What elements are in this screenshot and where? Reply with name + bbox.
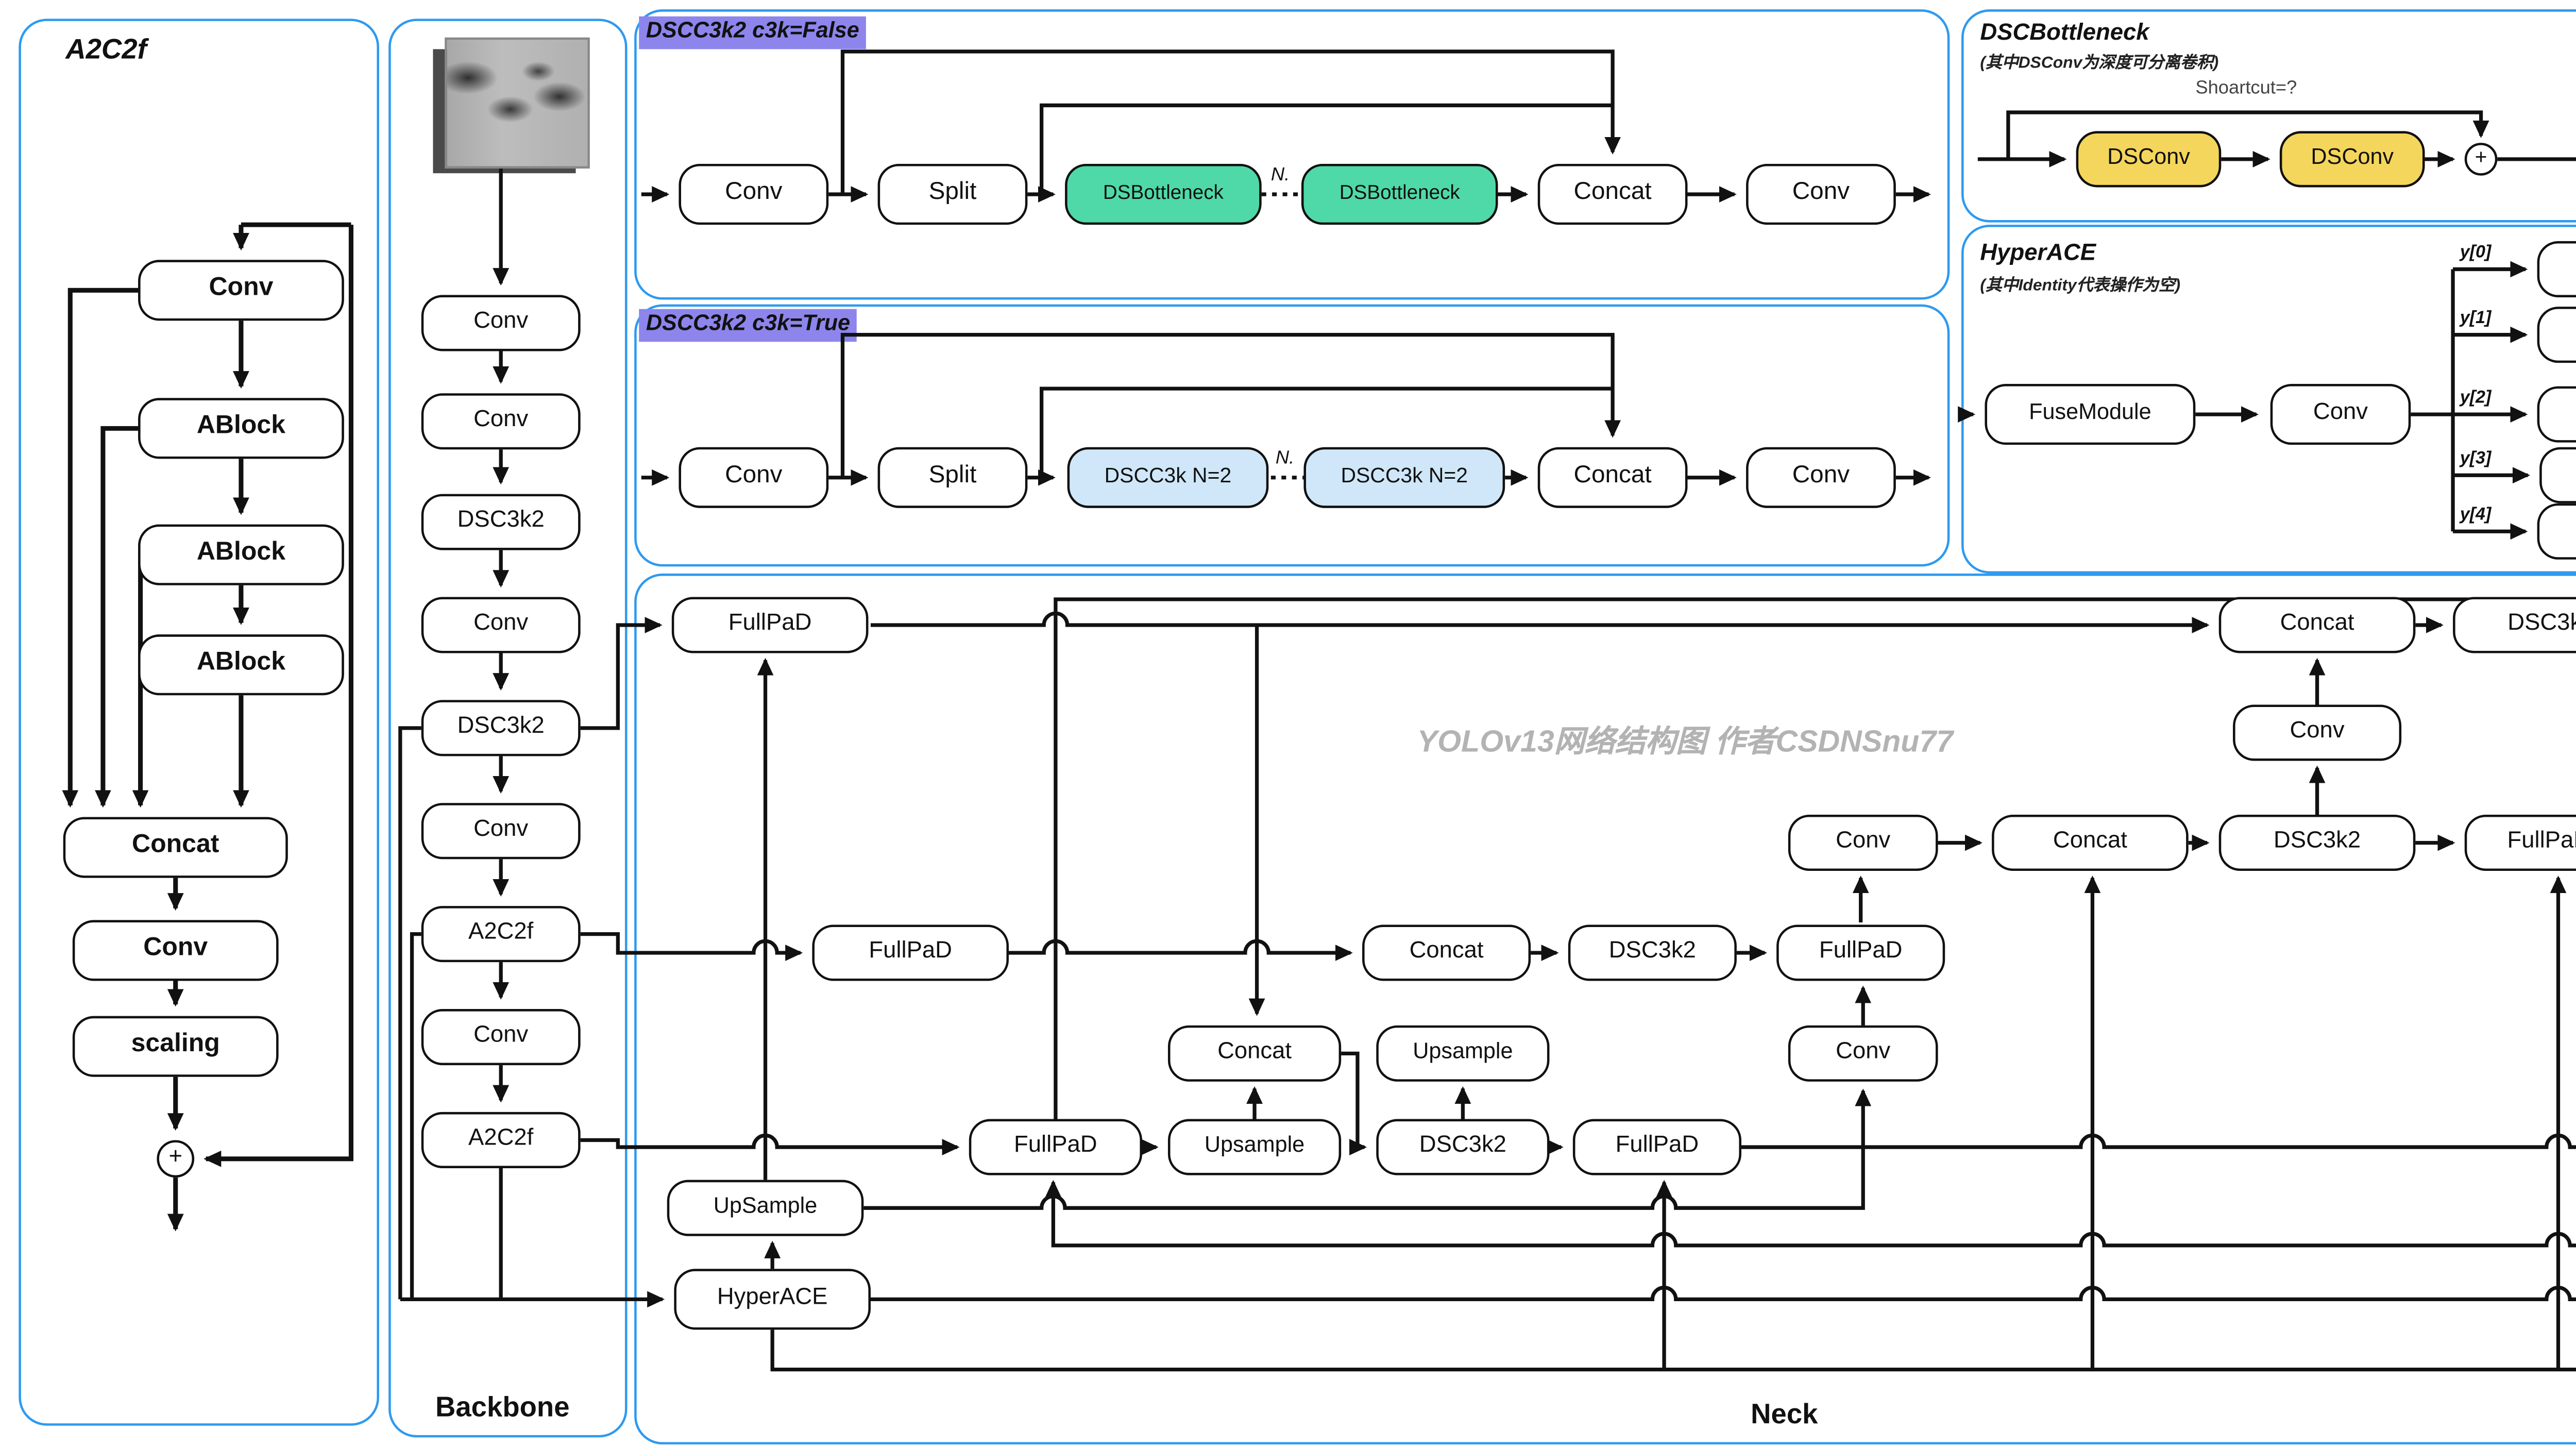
f-conv2: Conv [1746, 164, 1896, 225]
f-conv1: Conv [679, 164, 829, 225]
shortcut-label: Shoartcut=? [2195, 77, 2297, 98]
panel-dscc3k2-false [634, 9, 1950, 300]
t-split: Split [877, 447, 1028, 508]
bb-conv5: Conv [421, 1009, 581, 1066]
h-fusemodule: FuseModule [1985, 384, 2196, 445]
nk-hyperace: HyperACE [674, 1269, 871, 1330]
nk-upsample-r5: Upsample [1376, 1025, 1550, 1082]
t-conv2: Conv [1746, 447, 1896, 508]
panel-hyperace [1961, 225, 2576, 574]
bb-conv2: Conv [421, 393, 581, 450]
watermark-center: YOLOv13网络结构图 作者CSDNSnu77 [1417, 723, 1954, 759]
t-conv1: Conv [679, 447, 829, 508]
nk-concat-r5: Concat [1167, 1025, 1342, 1082]
neck-label: Neck [1751, 1398, 1818, 1431]
nk-fullpad-r6: FullPaD [1572, 1119, 1741, 1175]
nk-dsc3k2-r3: DSC3k2 [2218, 814, 2416, 871]
panel-dscc3k2-true [634, 304, 1950, 567]
backbone-label: Backbone [435, 1390, 570, 1424]
nk-upsample-r6: Upsample [1167, 1119, 1342, 1175]
nk-dsc3k2-r4: DSC3k2 [1568, 924, 1737, 981]
h-c3ah2: C3AH [2537, 503, 2576, 560]
hyperace-branch-y0: y[0] [2460, 241, 2492, 262]
f-split: Split [877, 164, 1028, 225]
nk-fullpad-p5: FullPaD [969, 1119, 1142, 1175]
t-dscc1: DSCC3k N=2 [1067, 447, 1269, 508]
h-identity1: Identity [2537, 241, 2576, 297]
a2c2f-conv1: Conv [138, 260, 344, 321]
panel-backbone [388, 19, 628, 1438]
bb-dsc3k2-2: DSC3k2 [421, 700, 581, 756]
nk-dsc3k2-r1: DSC3k2 [2453, 597, 2576, 653]
bb-a2c2f-1: A2C2f [421, 906, 581, 963]
f-concat: Concat [1537, 164, 1688, 225]
dscc3k2-true-title: DSCC3k2 c3k=True [639, 309, 857, 342]
f-dsb2: DSBottleneck [1301, 164, 1498, 225]
nk-concat-r3: Concat [1992, 814, 2189, 871]
nk-conv-r2: Conv [2233, 704, 2402, 761]
bb-conv1: Conv [421, 295, 581, 351]
a2c2f-panel-title: A2C2f [65, 32, 147, 66]
bb-conv3: Conv [421, 597, 581, 653]
nk-fullpad-r4: FullPaD [1776, 924, 1945, 981]
h-dsc3k: DSC3k/DSCBottleneck [2539, 447, 2576, 503]
bb-conv4: Conv [421, 803, 581, 860]
h-conv1: Conv [2270, 384, 2411, 445]
nk-fullpad-p3: FullPaD [671, 597, 869, 653]
bb-a2c2f-2: A2C2f [421, 1112, 581, 1168]
h-identity2: Identity [2537, 386, 2576, 443]
nk-concat-r4: Concat [1362, 924, 1531, 981]
a2c2f-ablock2: ABlock [138, 524, 344, 585]
dscb-dsconv2: DSConv [2279, 131, 2425, 188]
hyperace-branch-y1: y[1] [2460, 307, 2492, 328]
nk-fullpad-p4: FullPaD [812, 924, 1009, 981]
nk-conv-r3: Conv [1788, 814, 1938, 871]
t-dscc2: DSCC3k N=2 [1303, 447, 1505, 508]
nk-concat-r1: Concat [2218, 597, 2416, 653]
t-concat: Concat [1537, 447, 1688, 508]
a2c2f-ablock1: ABlock [138, 398, 344, 459]
a2c2f-scaling: scaling [72, 1016, 279, 1077]
a2c2f-ablock3: ABlock [138, 634, 344, 696]
dscc-false-n-label: N. [1270, 164, 1290, 185]
input-image [445, 37, 590, 169]
nk-conv-r5: Conv [1788, 1025, 1938, 1082]
a2c2f-sum: + [157, 1140, 195, 1178]
a2c2f-concat: Concat [63, 817, 288, 878]
dscbottleneck-title: DSCBottleneck [1980, 21, 2149, 47]
hyperace-title: HyperACE [1980, 241, 2096, 267]
panel-a2c2f [19, 19, 379, 1426]
hyperace-branch-y3: y[3] [2460, 447, 2492, 468]
a2c2f-conv2: Conv [72, 920, 279, 981]
hyperace-subtitle: (其中Identity代表操作为空) [1980, 278, 2181, 295]
dscbottleneck-subtitle: (其中DSConv为深度可分离卷积) [1980, 56, 2219, 73]
panel-dscbottleneck [1961, 9, 2576, 223]
bb-dsc3k2-1: DSC3k2 [421, 494, 581, 550]
dscb-dsconv1: DSConv [2076, 131, 2222, 188]
h-c3ah1: C3AH [2537, 307, 2576, 363]
f-dsb1: DSBottleneck [1065, 164, 1262, 225]
dscc-true-n-label: N. [1275, 447, 1295, 468]
hyperace-branch-y4: y[4] [2460, 503, 2492, 525]
hyperace-branch-y2: y[2] [2460, 386, 2492, 408]
dscb-sum: + [2464, 143, 2498, 176]
dscc3k2-false-title: DSCC3k2 c3k=False [639, 16, 867, 49]
nk-fullpad-r3: FullPaD [2464, 814, 2576, 871]
nk-upsample-b: UpSample [667, 1180, 864, 1236]
nk-dsc3k2-r6: DSC3k2 [1376, 1119, 1550, 1175]
panel-neck [634, 574, 2576, 1445]
